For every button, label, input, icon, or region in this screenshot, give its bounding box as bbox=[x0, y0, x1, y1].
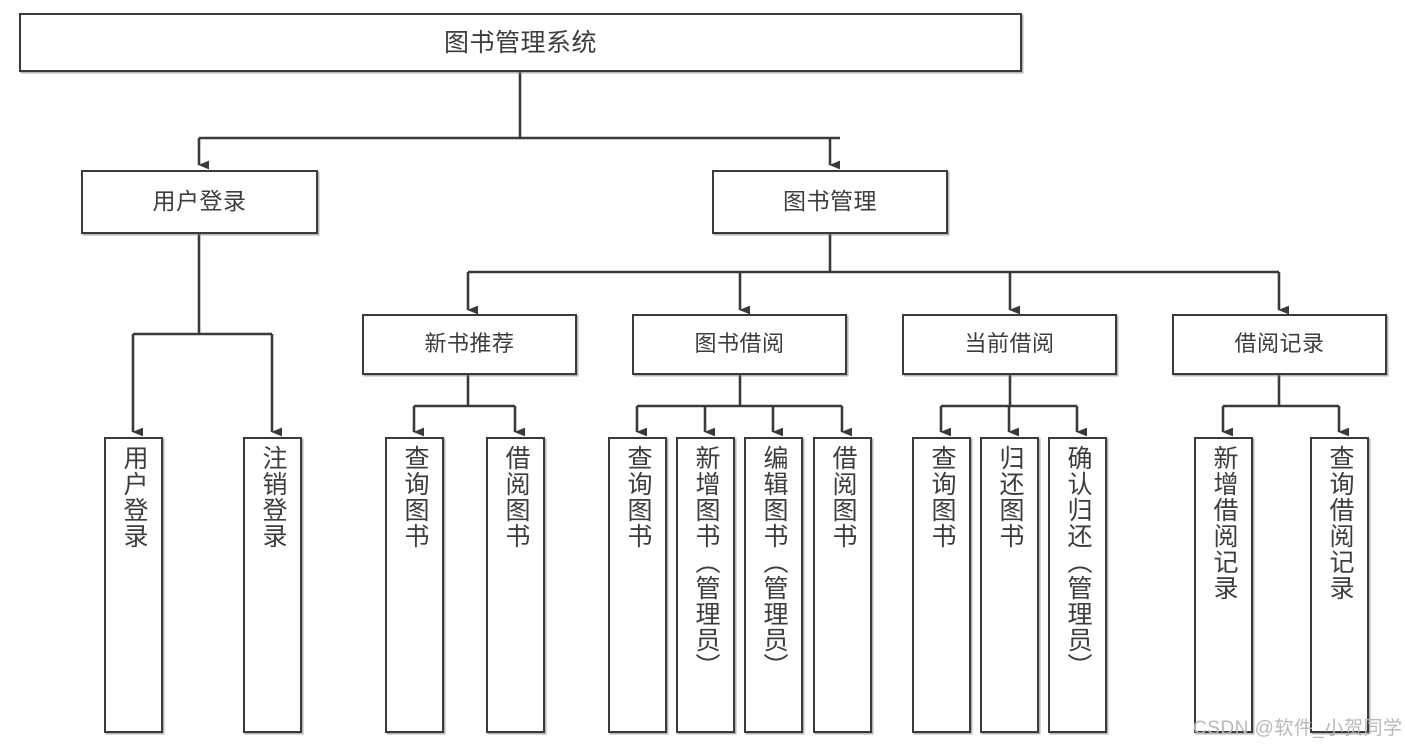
leaf-query-book-current[interactable]: 查询图书 bbox=[912, 437, 971, 733]
node-new-book-recommend[interactable]: 新书推荐 bbox=[362, 314, 577, 375]
node-label: 新增借阅记录 bbox=[1210, 445, 1238, 601]
node-label: 借阅图书 bbox=[502, 445, 530, 549]
node-label: 确认归还（管理员） bbox=[1064, 445, 1092, 679]
leaf-logout[interactable]: 注销登录 bbox=[243, 437, 302, 733]
leaf-user-login[interactable]: 用户登录 bbox=[104, 437, 163, 733]
node-label: 新增图书（管理员） bbox=[692, 445, 720, 679]
node-label: 新书推荐 bbox=[424, 331, 515, 357]
leaf-query-book-recommend[interactable]: 查询图书 bbox=[385, 437, 444, 733]
node-label: 查询图书 bbox=[928, 445, 956, 549]
leaf-query-borrow-record[interactable]: 查询借阅记录 bbox=[1310, 437, 1369, 733]
node-label: 借阅图书 bbox=[829, 445, 857, 549]
node-book-borrow[interactable]: 图书借阅 bbox=[632, 314, 847, 375]
node-label: 当前借阅 bbox=[964, 331, 1055, 357]
leaf-query-book-borrow[interactable]: 查询图书 bbox=[608, 437, 667, 733]
leaf-confirm-return-admin[interactable]: 确认归还（管理员） bbox=[1048, 437, 1107, 733]
node-label: 查询借阅记录 bbox=[1326, 445, 1354, 601]
node-label: 用户登录 bbox=[152, 188, 247, 215]
node-user-login[interactable]: 用户登录 bbox=[81, 170, 318, 234]
leaf-add-borrow-record[interactable]: 新增借阅记录 bbox=[1194, 437, 1253, 733]
node-label: 查询图书 bbox=[624, 445, 652, 549]
node-label: 借阅记录 bbox=[1234, 331, 1325, 357]
leaf-edit-book-admin[interactable]: 编辑图书（管理员） bbox=[744, 437, 803, 733]
csdn-watermark: CSDN @软件_小贺同学 bbox=[1193, 718, 1403, 739]
node-label: 注销登录 bbox=[259, 445, 287, 549]
node-label: 图书管理系统 bbox=[443, 28, 597, 57]
node-book-management[interactable]: 图书管理 bbox=[712, 170, 948, 234]
node-borrow-record[interactable]: 借阅记录 bbox=[1172, 314, 1387, 375]
node-label: 图书管理 bbox=[783, 188, 877, 215]
leaf-borrow-book[interactable]: 借阅图书 bbox=[813, 437, 872, 733]
node-label: 编辑图书（管理员） bbox=[760, 445, 788, 679]
node-current-borrow[interactable]: 当前借阅 bbox=[902, 314, 1117, 375]
node-label: 查询图书 bbox=[401, 445, 429, 549]
leaf-borrow-book-recommend[interactable]: 借阅图书 bbox=[486, 437, 545, 733]
leaf-add-book-admin[interactable]: 新增图书（管理员） bbox=[676, 437, 735, 733]
node-label: 用户登录 bbox=[120, 445, 148, 549]
node-label: 归还图书 bbox=[996, 445, 1024, 549]
node-root-system[interactable]: 图书管理系统 bbox=[19, 13, 1022, 72]
leaf-return-book[interactable]: 归还图书 bbox=[980, 437, 1039, 733]
node-label: 图书借阅 bbox=[694, 331, 785, 357]
